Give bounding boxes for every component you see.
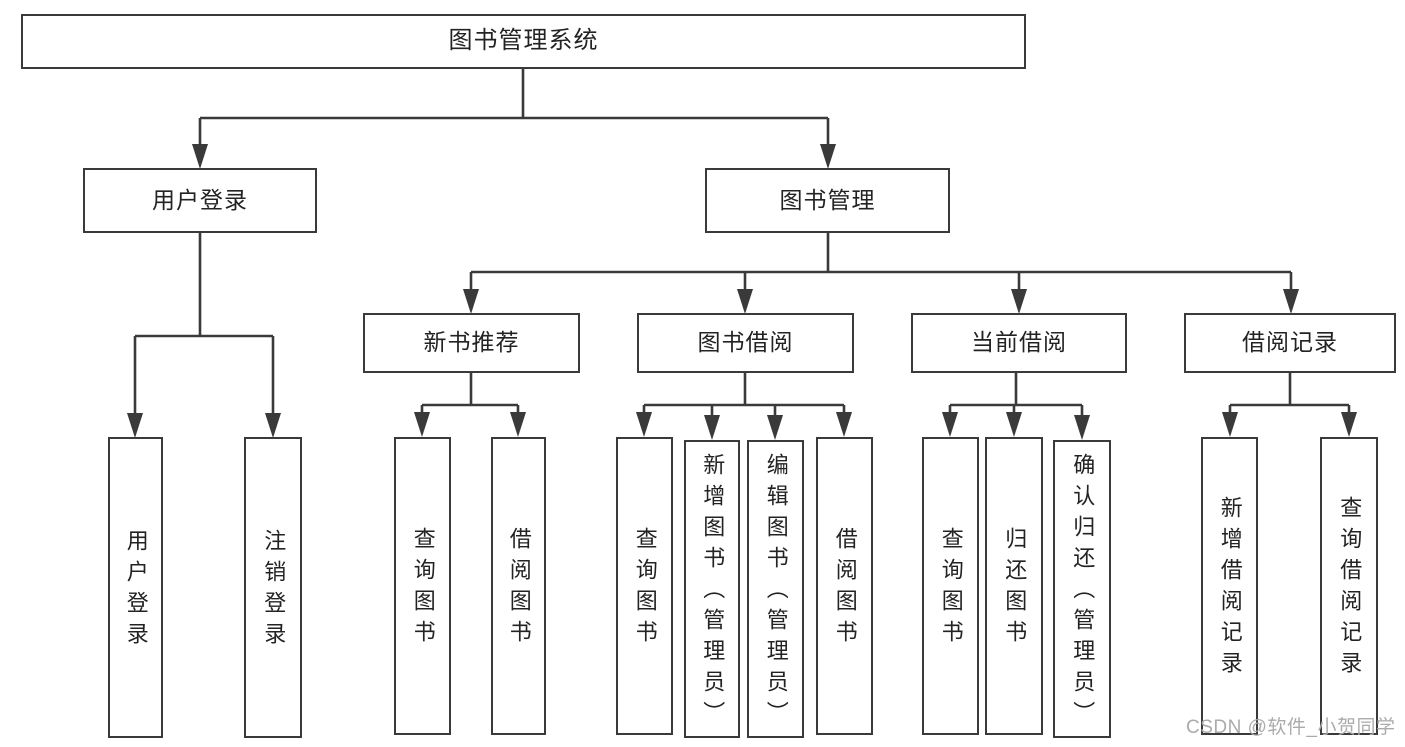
node-book-borrowing: 图书借阅 [637,313,854,373]
node-borrowing-records: 借阅记录 [1184,313,1396,373]
node-new-book-recommend: 新书推荐 [363,313,580,373]
node-edit-book-admin: 编辑图书（管理员） [747,440,804,738]
node-query-borrow-record: 查询借阅记录 [1320,437,1378,735]
node-library-system: 图书管理系统 [21,14,1026,69]
node-user-login: 用户登录 [83,168,317,233]
node-return-book: 归还图书 [985,437,1043,735]
node-confirm-return-admin: 确认归还（管理员） [1053,440,1111,738]
arrowheads [127,144,1357,440]
node-query-books-recommend: 查询图书 [394,437,451,735]
csdn-watermark: CSDN @软件_小贺同学 [1186,717,1396,738]
node-book-management: 图书管理 [705,168,950,233]
node-user-login-leaf: 用户登录 [108,437,163,738]
node-add-borrow-record: 新增借阅记录 [1201,437,1258,735]
node-query-books-borrowing: 查询图书 [616,437,673,735]
node-current-borrowing: 当前借阅 [911,313,1127,373]
node-query-books-current: 查询图书 [922,437,979,735]
node-logout: 注销登录 [244,437,302,738]
node-add-book-admin: 新增图书（管理员） [684,440,740,738]
node-borrow-books-recommend: 借阅图书 [491,437,546,735]
node-borrow-books: 借阅图书 [816,437,873,735]
